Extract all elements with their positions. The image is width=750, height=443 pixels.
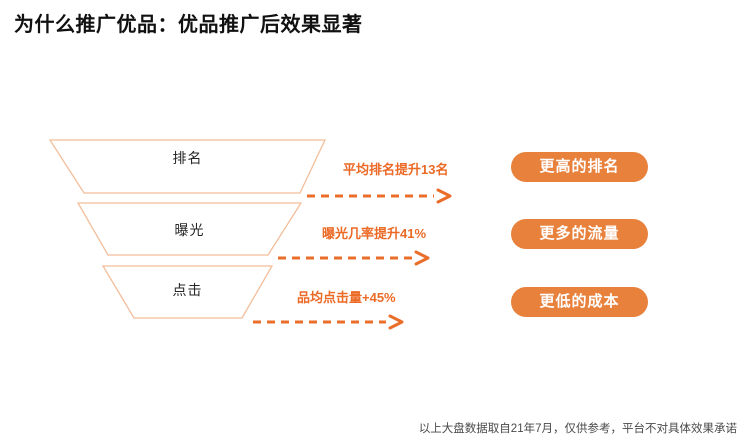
page-title: 为什么推广优品：优品推广后效果显著 (14, 14, 363, 36)
funnel-tier-clicks-shape (101, 265, 274, 319)
metric-ranking-improvement: 平均排名提升13名 (343, 162, 449, 177)
dashed-arrow-1-head-icon (436, 188, 452, 204)
dashed-arrow-3-head-icon (388, 314, 404, 330)
metric-exposure-improvement: 曝光几率提升41% (322, 226, 427, 241)
data-disclaimer: 以上大盘数据取自21年7月，仅供参考，平台不对具体效果承诺 (418, 423, 737, 435)
dashed-arrow-2-head-icon (414, 250, 430, 266)
benefit-badge-more-traffic: 更多的流量 (511, 219, 648, 249)
funnel-tier-ranking-label: 排名 (172, 150, 203, 166)
funnel-tier-exposure-shape (76, 202, 303, 256)
funnel-tier-clicks-label: 点击 (172, 282, 203, 298)
benefit-badge-lower-cost: 更低的成本 (511, 287, 648, 317)
funnel-tier-ranking-shape (48, 139, 327, 194)
benefit-badge-higher-ranking: 更高的排名 (511, 152, 648, 182)
funnel-tier-exposure-label: 曝光 (174, 222, 205, 238)
metric-clicks-improvement: 品均点击量+45% (297, 290, 396, 305)
